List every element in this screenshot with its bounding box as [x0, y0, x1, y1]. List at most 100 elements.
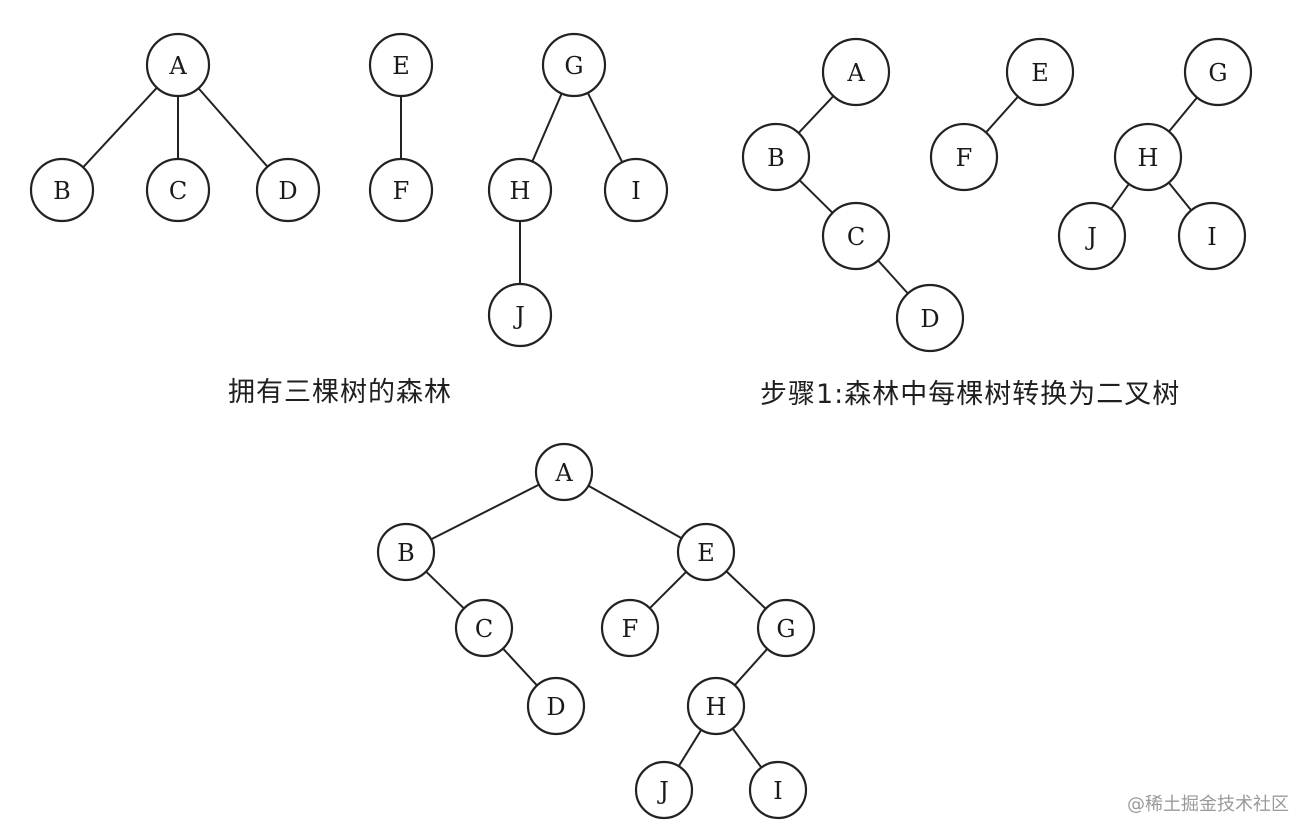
step1-node-label-C: C [847, 223, 865, 251]
forest-node-label-D: D [278, 177, 297, 205]
step1-node-label-B: B [767, 144, 785, 172]
forest-node-label-G: G [564, 52, 583, 80]
final-edge-E-F [649, 571, 687, 609]
step1-node-F: F [929, 122, 999, 192]
step1-node-H: H [1113, 122, 1183, 192]
forest-node-label-F: F [393, 177, 410, 205]
final-node-circle-A [534, 442, 594, 502]
forest-node-C: C [145, 157, 211, 223]
forest-node-circle-I [603, 157, 669, 223]
step1-node-label-H: H [1138, 144, 1159, 172]
forest-node-circle-D [255, 157, 321, 223]
step1-node-circle-H [1113, 122, 1183, 192]
step1-node-label-E: E [1031, 59, 1049, 87]
step1-node-A: A [821, 37, 891, 107]
step1-node-circle-B [741, 122, 811, 192]
final-node-A: A [534, 442, 594, 502]
step1-edge-E-F [985, 95, 1019, 134]
step1-edge-G-H [1168, 96, 1198, 133]
final-node-circle-C [454, 598, 514, 658]
step1-node-B: B [741, 122, 811, 192]
forest-node-label-C: C [169, 177, 187, 205]
step1-node-circle-J [1057, 201, 1127, 271]
forest-edge-A-B [82, 87, 158, 168]
step1-edge-B-C [798, 179, 834, 214]
forest-node-B: B [29, 157, 95, 223]
final-node-H: H [686, 676, 746, 736]
final-edge-B-C [425, 570, 465, 610]
forest-node-H: H [487, 157, 553, 223]
final-node-circle-E [676, 522, 736, 582]
step1-node-C: C [821, 201, 891, 271]
final-node-label-A: A [554, 459, 573, 487]
caption-forest: 拥有三棵树的森林 [228, 377, 452, 408]
step1-node-circle-I [1177, 201, 1247, 271]
final-node-I: I [748, 760, 808, 820]
forest-node-E: E [368, 32, 434, 98]
final-node-label-C: C [475, 615, 493, 643]
final-node-circle-I [748, 760, 808, 820]
step1-node-label-A: A [846, 59, 865, 87]
forest-node-circle-G [541, 32, 607, 98]
final-node-J: J [634, 760, 694, 820]
final-node-label-G: G [776, 615, 795, 643]
forest-node-label-J: J [512, 302, 525, 330]
step1-node-circle-G [1183, 37, 1253, 107]
final-node-G: G [756, 598, 816, 658]
forest-node-label-A: A [168, 52, 187, 80]
forest-node-circle-E [368, 32, 434, 98]
forest-tree-group: A B C D E F G H I J [29, 32, 669, 348]
step1-edge-A-B [797, 95, 835, 134]
final-edge-H-J [677, 729, 703, 767]
forest-node-D: D [255, 157, 321, 223]
forest-node-G: G [541, 32, 607, 98]
final-node-label-B: B [397, 539, 415, 567]
step1-node-circle-C [821, 201, 891, 271]
step1-node-circle-F [929, 122, 999, 192]
final-node-circle-F [600, 598, 660, 658]
step1-node-D: D [895, 283, 965, 353]
final-edge-A-B [430, 483, 540, 541]
final-node-E: E [676, 522, 736, 582]
final-node-F: F [600, 598, 660, 658]
forest-node-label-E: E [392, 52, 410, 80]
forest-node-label-B: B [53, 177, 71, 205]
forest-node-J: J [487, 282, 553, 348]
final-node-circle-J [634, 760, 694, 820]
forest-edge-A-D [197, 87, 269, 168]
final-edge-G-H [733, 648, 769, 686]
final-node-circle-G [756, 598, 816, 658]
forest-node-circle-C [145, 157, 211, 223]
step1-edge-C-D [877, 259, 909, 295]
final-node-B: B [376, 522, 436, 582]
watermark: @稀土掘金技术社区 [1127, 794, 1289, 815]
caption-step1: 步骤1:森林中每棵树转换为二叉树 [760, 379, 1181, 410]
final-edge-E-G [725, 570, 767, 610]
forest-node-I: I [603, 157, 669, 223]
step1-node-label-F: F [956, 144, 973, 172]
final-node-C: C [454, 598, 514, 658]
forest-node-circle-H [487, 157, 553, 223]
step1-node-circle-E [1005, 37, 1075, 107]
forest-node-F: F [368, 157, 434, 223]
forest-node-label-I: I [631, 177, 640, 205]
final-node-D: D [526, 676, 586, 736]
final-node-circle-B [376, 522, 436, 582]
forest-edge-G-I [586, 92, 624, 163]
final-node-circle-H [686, 676, 746, 736]
final-edge-A-E [587, 484, 683, 540]
step1-node-I: I [1177, 201, 1247, 271]
step1-node-label-D: D [920, 305, 939, 333]
step1-node-label-I: I [1207, 223, 1216, 251]
step1-edge-H-I [1167, 182, 1193, 211]
step1-node-E: E [1005, 37, 1075, 107]
step1-node-G: G [1183, 37, 1253, 107]
forest-node-circle-J [487, 282, 553, 348]
forest-node-A: A [145, 32, 211, 98]
forest-edge-G-H [531, 93, 563, 162]
final-node-label-D: D [546, 693, 565, 721]
final-node-circle-D [526, 676, 586, 736]
step1-node-J: J [1057, 201, 1127, 271]
